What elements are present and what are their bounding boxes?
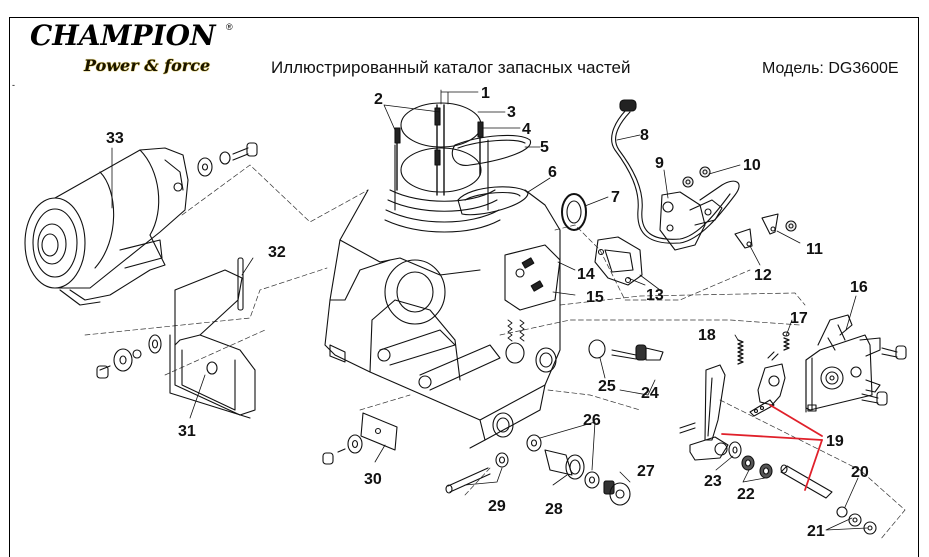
callout-7: 7 xyxy=(611,189,620,206)
bracket-bolt-set xyxy=(96,334,162,379)
callout-28: 28 xyxy=(545,501,563,518)
callout-6: 6 xyxy=(548,164,557,181)
drain-assembly xyxy=(445,434,631,506)
leader-lines xyxy=(111,89,868,531)
callout-33: 33 xyxy=(106,130,124,147)
pump-gasket xyxy=(594,236,643,286)
governor-shaft xyxy=(780,464,833,499)
callout-15: 15 xyxy=(586,289,604,306)
callout-22: 22 xyxy=(737,486,755,503)
callout-12: 12 xyxy=(754,267,772,284)
starter-bolt-set xyxy=(197,142,258,177)
callout-24: 24 xyxy=(641,385,659,402)
starter-motor xyxy=(24,147,189,306)
brand-tagline: Power & force xyxy=(84,56,211,75)
dowel-pin xyxy=(237,257,244,311)
governor-bracket xyxy=(805,314,881,413)
callout-31: 31 xyxy=(178,423,196,440)
assembly-guide-lines xyxy=(84,164,906,541)
callout-labels: 1 2 3 4 5 6 7 8 9 10 11 12 13 14 15 16 1… xyxy=(106,85,869,540)
callout-17: 17 xyxy=(790,310,808,327)
callout-10: 10 xyxy=(743,157,761,174)
callout-20: 20 xyxy=(851,464,869,481)
model-label: Модель: DG3600E xyxy=(762,60,899,77)
brand-name: CHAMPION xyxy=(30,19,216,52)
callout-16: 16 xyxy=(850,279,868,296)
callout-26: 26 xyxy=(583,412,601,429)
shaft-hardware xyxy=(728,441,877,535)
governor-bolts xyxy=(861,345,907,406)
callout-19: 19 xyxy=(826,433,844,450)
catalog-title: Иллюстрированный каталог запасных частей xyxy=(271,58,631,77)
callout-5: 5 xyxy=(540,139,549,156)
callout-2: 2 xyxy=(374,91,383,108)
fuel-pump xyxy=(659,191,723,251)
pump-brackets xyxy=(734,213,779,249)
engine-block xyxy=(324,102,561,449)
callout-13: 13 xyxy=(646,287,664,304)
callout-3: 3 xyxy=(507,104,516,121)
oil-seal xyxy=(561,193,587,231)
registered-mark: ® xyxy=(226,22,233,32)
callout-4: 4 xyxy=(522,121,531,138)
mounting-bracket xyxy=(169,269,256,419)
highlight-lines-19 xyxy=(721,404,823,491)
long-spring xyxy=(737,339,744,365)
governor-lever xyxy=(749,351,786,417)
callout-25: 25 xyxy=(598,378,616,395)
callout-11: 11 xyxy=(806,241,823,258)
dipstick-plug xyxy=(588,339,664,361)
callout-23: 23 xyxy=(704,473,722,490)
small-spring xyxy=(782,331,790,351)
callout-32: 32 xyxy=(268,244,286,261)
callout-29: 29 xyxy=(488,498,506,515)
base-plate xyxy=(322,412,398,465)
exploded-parts-diagram: 1 2 3 4 5 6 7 8 9 10 11 12 13 14 15 16 1… xyxy=(24,85,907,541)
callout-9: 9 xyxy=(655,155,664,172)
callout-8: 8 xyxy=(640,127,649,144)
callout-27: 27 xyxy=(637,463,655,480)
callout-1: 1 xyxy=(481,85,490,102)
callout-30: 30 xyxy=(364,471,382,488)
margin-mark: - xyxy=(12,80,15,90)
champion-logo: CHAMPION ® Power & force xyxy=(30,20,240,80)
callout-18: 18 xyxy=(698,327,716,344)
pump-nuts xyxy=(682,166,797,232)
callout-21: 21 xyxy=(807,523,825,540)
fuel-line xyxy=(611,99,740,244)
page-frame xyxy=(9,17,919,557)
governor-arm xyxy=(679,364,729,461)
callout-14: 14 xyxy=(577,266,595,283)
